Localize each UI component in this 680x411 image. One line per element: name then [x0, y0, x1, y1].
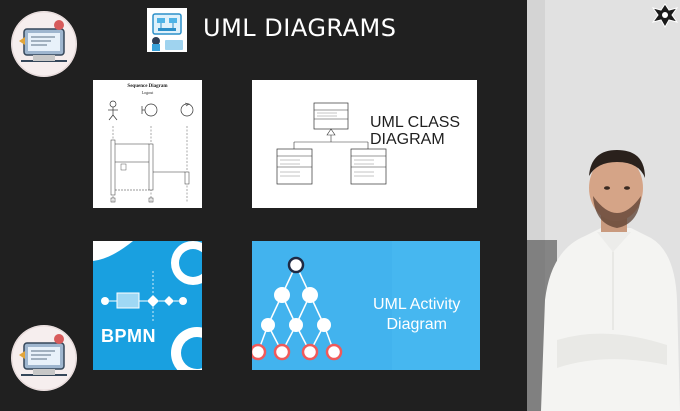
- activity-diagram-card: UML Activity Diagram: [252, 241, 480, 370]
- bpmn-card: BPMN: [93, 241, 202, 370]
- activity-diagram-title-line2: Diagram: [386, 316, 447, 333]
- presenter-illustration: [527, 0, 680, 411]
- activity-diagram-title: UML Activity Diagram: [373, 295, 460, 335]
- diagram-badge-icon: [11, 11, 77, 77]
- activity-diagram-figure: [252, 241, 480, 370]
- class-diagram-title-line1: UML CLASS: [370, 114, 461, 131]
- sequence-diagram-subtitle: Logout: [141, 90, 154, 95]
- sequence-diagram-card: Sequence Diagram Logout: [93, 80, 202, 208]
- webcam-video: [527, 0, 680, 411]
- class-diagram-title-line2: DIAGRAM: [370, 131, 445, 148]
- class-diagram-figure: [276, 102, 387, 185]
- bpmn-figure: [93, 241, 202, 370]
- uml-illustration-icon: [147, 8, 187, 52]
- page-title: UML DIAGRAMS: [203, 14, 397, 42]
- eagle-crest-icon: [650, 0, 680, 30]
- class-diagram-card: UML CLASS DIAGRAM: [252, 80, 477, 208]
- diagram-badge-icon: [11, 325, 77, 391]
- sequence-diagram-figure: [108, 100, 194, 203]
- bpmn-label: BPMN: [101, 326, 156, 346]
- sequence-diagram-title: Sequence Diagram: [127, 84, 168, 89]
- activity-diagram-title-line1: UML Activity: [373, 296, 461, 313]
- class-diagram-title: UML CLASS DIAGRAM: [370, 114, 460, 148]
- corner-badge-bottom: [11, 325, 77, 391]
- corner-badge-top: [11, 11, 77, 77]
